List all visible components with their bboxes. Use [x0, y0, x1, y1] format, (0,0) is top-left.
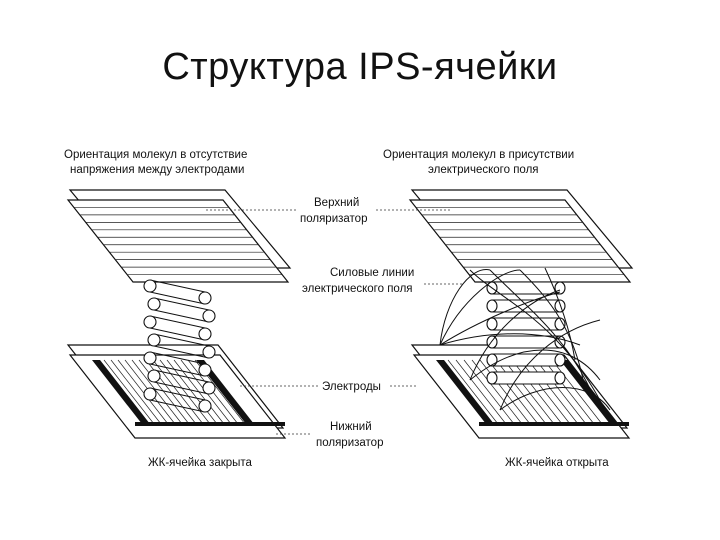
molecule-end: [198, 327, 212, 341]
field-lines-label-1: Силовые линии: [330, 267, 414, 279]
molecule-end: [147, 297, 161, 311]
cell-closed-caption: ЖК-ячейка закрыта: [148, 457, 253, 469]
stripe: [471, 359, 523, 425]
right-bottom-substrate-stripes: [447, 359, 603, 425]
stripe: [103, 359, 155, 425]
right-top-polarizer-stripes: [415, 207, 625, 275]
molecule-body: [491, 317, 561, 331]
stripe: [551, 359, 603, 425]
stripe: [511, 359, 563, 425]
left-electrode-1: [92, 360, 150, 424]
stripe: [527, 359, 579, 425]
left-cell-closed: [66, 189, 292, 439]
molecule-end: [143, 279, 157, 293]
left-top-polarizer: [66, 199, 290, 283]
molecule-end: [143, 351, 157, 365]
left-lc-molecules: [143, 279, 216, 413]
molecule-end: [143, 387, 157, 401]
slide-title: Структура IPS-ячейки: [162, 46, 558, 88]
molecule-body: [149, 387, 206, 401]
stripe: [138, 359, 190, 425]
cell-open-caption: ЖК-ячейка открыта: [505, 457, 609, 469]
molecule-body: [491, 335, 561, 349]
molecule-body: [153, 297, 210, 311]
stripe: [535, 359, 587, 425]
molecule-end: [147, 369, 161, 383]
molecule-body: [491, 281, 561, 295]
molecule-body: [491, 299, 561, 313]
molecule-body: [149, 399, 206, 413]
right-cell-open: [408, 189, 634, 439]
molecule-body: [149, 327, 206, 341]
right-field-lines: [439, 267, 611, 411]
left-bottom-substrate: [68, 354, 287, 439]
molecule-end: [202, 345, 216, 359]
stripe: [487, 359, 539, 425]
right-lc-molecules: [486, 281, 566, 385]
molecule-end: [202, 309, 216, 323]
right-electrode-1: [436, 360, 494, 424]
left-header-line-2: напряжения между электродами: [70, 164, 244, 176]
bottom-polarizer-label-1: Нижний: [330, 421, 372, 433]
molecule-end: [554, 299, 566, 313]
stripe: [479, 359, 531, 425]
molecule-end: [554, 353, 566, 367]
molecule-body: [153, 381, 210, 395]
molecule-end: [486, 371, 498, 385]
molecule-body: [153, 345, 210, 359]
stripe: [503, 359, 555, 425]
stripe: [159, 359, 211, 425]
stripe: [519, 359, 571, 425]
molecule-end: [486, 299, 498, 313]
stripe: [447, 359, 499, 425]
left-top-polarizer-stripes: [73, 207, 283, 275]
molecule-body: [153, 309, 210, 323]
molecule-end: [147, 333, 161, 347]
stripe: [543, 359, 595, 425]
top-polarizer-label-2: поляризатор: [300, 213, 367, 225]
molecule-end: [198, 399, 212, 413]
molecule-end: [486, 317, 498, 331]
left-electrode-2: [196, 360, 254, 424]
stripe: [131, 359, 183, 425]
molecule-end: [554, 371, 566, 385]
right-header-line-1: Ориентация молекул в присутствии: [383, 149, 574, 161]
molecule-body: [491, 371, 561, 385]
left-header-line-1: Ориентация молекул в отсутствие: [64, 149, 247, 161]
stripe: [455, 359, 507, 425]
bottom-polarizer-label-2: поляризатор: [316, 437, 383, 449]
right-bottom-edge: [479, 422, 629, 426]
molecule-body: [149, 363, 206, 377]
molecule-end: [202, 381, 216, 395]
molecule-end: [198, 363, 212, 377]
stripe: [110, 359, 162, 425]
molecule-body: [149, 351, 206, 365]
molecule-body: [149, 315, 206, 329]
molecule-body: [153, 333, 210, 347]
molecule-end: [198, 291, 212, 305]
top-polarizer-label-1: Верхний: [314, 197, 359, 209]
molecule-end: [486, 353, 498, 367]
molecule-body: [149, 291, 206, 305]
stripe: [463, 359, 515, 425]
molecule-body: [149, 279, 206, 293]
stripe: [117, 359, 169, 425]
right-header-line-2: электрического поля: [428, 164, 539, 176]
right-top-polarizer: [408, 199, 632, 283]
molecule-end: [143, 315, 157, 329]
left-bottom-edge: [135, 422, 285, 426]
electrodes-label: Электроды: [322, 381, 381, 393]
stripe: [166, 359, 218, 425]
stripe: [495, 359, 547, 425]
molecule-body: [153, 369, 210, 383]
stripe: [152, 359, 204, 425]
field-lines-label-2: электрического поля: [302, 283, 413, 295]
